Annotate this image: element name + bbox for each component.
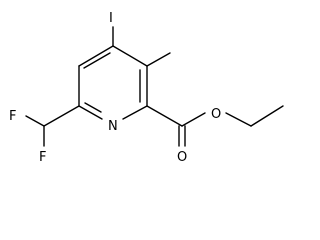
atom-fluorine-top: F — [9, 109, 16, 124]
atom-iodine: I — [109, 11, 113, 26]
bond-c3-c4 — [112, 45, 148, 67]
bond-ester-o-ch2 — [225, 112, 252, 127]
bond-carbonyl-ester-o — [181, 112, 206, 127]
molecule-diagram: I F F N O O — [9, 11, 284, 165]
bond-c3-methyl — [146, 52, 171, 67]
bond-c6-n — [78, 105, 103, 120]
bond-c6-chf2 — [43, 105, 80, 127]
bond-n-c2 — [122, 105, 148, 120]
bond-c2-carbonyl — [146, 105, 183, 127]
atom-oxygen-ester: O — [211, 107, 221, 122]
bond-c4-c5 — [78, 45, 114, 67]
bond-c4-c5-inner — [83, 52, 111, 69]
atom-nitrogen: N — [108, 119, 118, 134]
pyridine-ring — [78, 45, 148, 120]
bond-ch2-ch3 — [250, 105, 284, 127]
atom-fluorine-bottom: F — [39, 150, 46, 165]
bond-chf2-f-top — [25, 115, 45, 127]
atom-oxygen-carbonyl: O — [177, 150, 187, 165]
structure-canvas: I F F N O O — [9, 11, 284, 165]
bond-c6-n-inner — [84, 102, 102, 113]
